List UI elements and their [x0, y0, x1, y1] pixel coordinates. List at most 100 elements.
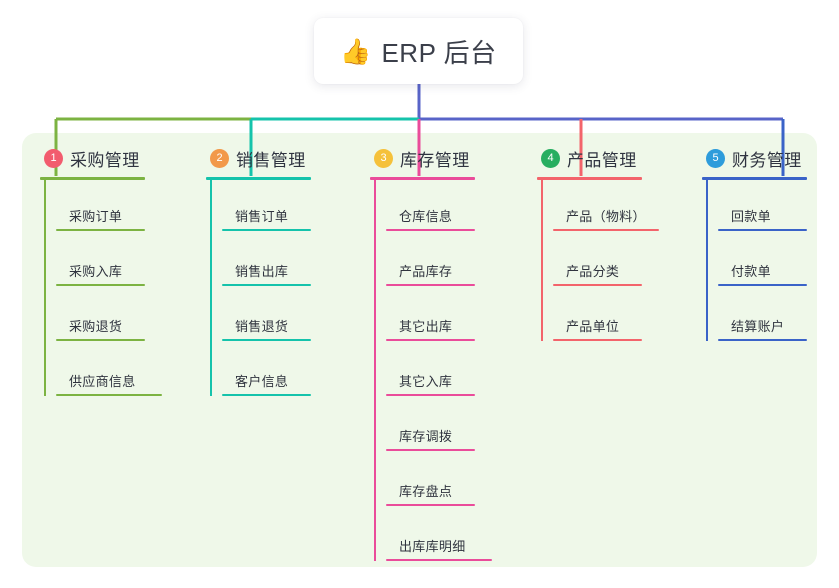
branch-header-underline — [537, 177, 642, 180]
branch-title: 销售管理 — [236, 150, 306, 170]
branch-item-underline — [553, 229, 659, 231]
branch-item-underline — [553, 284, 642, 286]
branch-item[interactable]: 采购订单 — [56, 180, 145, 235]
branch-number-badge: 5 — [706, 148, 725, 168]
branch-item[interactable]: 库存盘点 — [386, 455, 475, 510]
branch-spine — [210, 180, 212, 396]
branch-item-label: 其它入库 — [399, 374, 453, 389]
branch-number-badge: 3 — [374, 148, 393, 168]
branch-background-panel — [22, 133, 817, 567]
branch-item-underline — [56, 394, 162, 396]
branch-item-label: 付款单 — [731, 264, 771, 279]
branch-number-badge: 2 — [210, 148, 229, 168]
branch-item-underline — [386, 504, 475, 506]
branch-item-label: 结算账户 — [731, 319, 785, 334]
branch-item-label: 仓库信息 — [399, 209, 453, 224]
branch-item[interactable]: 销售退货 — [222, 290, 311, 345]
branch-item-label: 产品单位 — [566, 319, 620, 334]
branch-number-badge: 1 — [44, 148, 63, 168]
branch-item-label: 库存调拨 — [399, 429, 453, 444]
branch-item-list: 回款单付款单结算账户 — [702, 180, 807, 345]
branch-item[interactable]: 采购入库 — [56, 235, 145, 290]
root-node[interactable]: 👍 ERP 后台 — [314, 18, 523, 84]
branch-spine — [706, 180, 708, 341]
branch-header-5[interactable]: 5 财务管理 — [702, 146, 807, 170]
branch-title: 采购管理 — [70, 150, 140, 170]
branch-item-list: 仓库信息产品库存其它出库其它入库库存调拨库存盘点出库库明细 — [370, 180, 492, 565]
branch-item[interactable]: 销售订单 — [222, 180, 311, 235]
root-node-title: ERP 后台 — [381, 37, 497, 68]
branch-item[interactable]: 客户信息 — [222, 345, 311, 400]
branch-item-label: 出库库明细 — [399, 539, 466, 554]
branch-spine — [541, 180, 543, 341]
branch-item-label: 客户信息 — [235, 374, 289, 389]
branch-number-badge: 4 — [541, 148, 560, 168]
branch-item-underline — [386, 229, 475, 231]
branch-item-underline — [56, 229, 145, 231]
branch-item-underline — [386, 394, 475, 396]
branch-column-4: 4 产品管理产品（物料） 产品分类产品单位 — [537, 146, 659, 345]
branch-header-2[interactable]: 2 销售管理 — [206, 146, 311, 170]
branch-header-4[interactable]: 4 产品管理 — [537, 146, 642, 170]
branch-item[interactable]: 产品分类 — [553, 235, 642, 290]
branch-header-underline — [40, 177, 145, 180]
branch-item-label: 产品分类 — [566, 264, 620, 279]
thumbs-up-icon: 👍 — [340, 37, 372, 66]
branch-item-underline — [386, 449, 475, 451]
branch-item-underline — [386, 339, 475, 341]
branch-item-underline — [56, 284, 145, 286]
branch-item-label: 采购订单 — [69, 209, 123, 224]
branch-header-underline — [702, 177, 807, 180]
branch-item-underline — [222, 284, 311, 286]
branch-item-underline — [386, 284, 475, 286]
branch-item[interactable]: 回款单 — [718, 180, 807, 235]
branch-item-underline — [222, 394, 311, 396]
branch-item-underline — [718, 339, 807, 341]
branch-item-underline — [386, 559, 492, 561]
branch-item-label: 其它出库 — [399, 319, 453, 334]
branch-column-2: 2 销售管理销售订单销售出库销售退货客户信息 — [206, 146, 311, 400]
branch-item-underline — [222, 339, 311, 341]
branch-spine — [374, 180, 376, 561]
branch-item-list: 销售订单销售出库销售退货客户信息 — [206, 180, 311, 400]
branch-item-label: 库存盘点 — [399, 484, 453, 499]
branch-item[interactable]: 库存调拨 — [386, 400, 475, 455]
branch-header-1[interactable]: 1 采购管理 — [40, 146, 145, 170]
branch-item-label: 销售订单 — [235, 209, 289, 224]
branch-header-3[interactable]: 3 库存管理 — [370, 146, 475, 170]
branch-item[interactable]: 产品库存 — [386, 235, 475, 290]
branch-item-underline — [56, 339, 145, 341]
branch-header-underline — [206, 177, 311, 180]
branch-item[interactable]: 仓库信息 — [386, 180, 475, 235]
branch-item[interactable]: 出库库明细 — [386, 510, 492, 565]
branch-item-underline — [718, 229, 807, 231]
branch-item-list: 产品（物料） 产品分类产品单位 — [537, 180, 659, 345]
branch-item-label: 销售退货 — [235, 319, 289, 334]
branch-item[interactable]: 供应商信息 — [56, 345, 162, 400]
branch-title: 产品管理 — [567, 150, 637, 170]
branch-item[interactable]: 产品（物料） — [553, 180, 659, 235]
branch-item[interactable]: 其它出库 — [386, 290, 475, 345]
branch-column-3: 3 库存管理仓库信息产品库存其它出库其它入库库存调拨库存盘点出库库明细 — [370, 146, 492, 565]
branch-column-5: 5 财务管理回款单付款单结算账户 — [702, 146, 807, 345]
branch-item-label: 供应商信息 — [69, 374, 136, 389]
branch-item[interactable]: 销售出库 — [222, 235, 311, 290]
branch-item-label: 采购退货 — [69, 319, 123, 334]
branch-item-label: 回款单 — [731, 209, 771, 224]
branch-item[interactable]: 采购退货 — [56, 290, 145, 345]
branch-item-label: 产品库存 — [399, 264, 453, 279]
branch-item[interactable]: 付款单 — [718, 235, 807, 290]
branch-item-list: 采购订单采购入库采购退货供应商信息 — [40, 180, 162, 400]
branch-item-underline — [718, 284, 807, 286]
branch-item[interactable]: 产品单位 — [553, 290, 642, 345]
branch-item-label: 销售出库 — [235, 264, 289, 279]
branch-item[interactable]: 结算账户 — [718, 290, 807, 345]
branch-item-underline — [553, 339, 642, 341]
branch-item[interactable]: 其它入库 — [386, 345, 475, 400]
branch-item-underline — [222, 229, 311, 231]
branch-column-1: 1 采购管理采购订单采购入库采购退货供应商信息 — [40, 146, 162, 400]
branch-item-label: 产品（物料） — [566, 209, 646, 224]
branch-title: 库存管理 — [400, 150, 470, 170]
branch-title: 财务管理 — [732, 150, 802, 170]
